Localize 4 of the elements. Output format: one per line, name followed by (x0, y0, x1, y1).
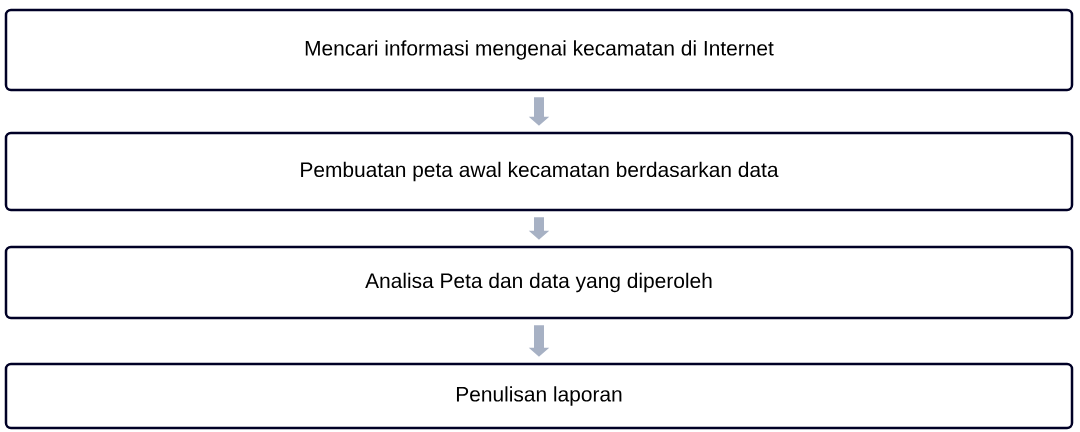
process-box: Penulisan laporan (4, 362, 1074, 430)
process-box: Mencari informasi mengenai kecamatan di Internet (4, 8, 1074, 92)
process-box: Pembuatan peta awal kecamatan berdasarkan data (4, 131, 1074, 212)
process-box: Analisa Peta dan data yang diperoleh (4, 245, 1074, 320)
